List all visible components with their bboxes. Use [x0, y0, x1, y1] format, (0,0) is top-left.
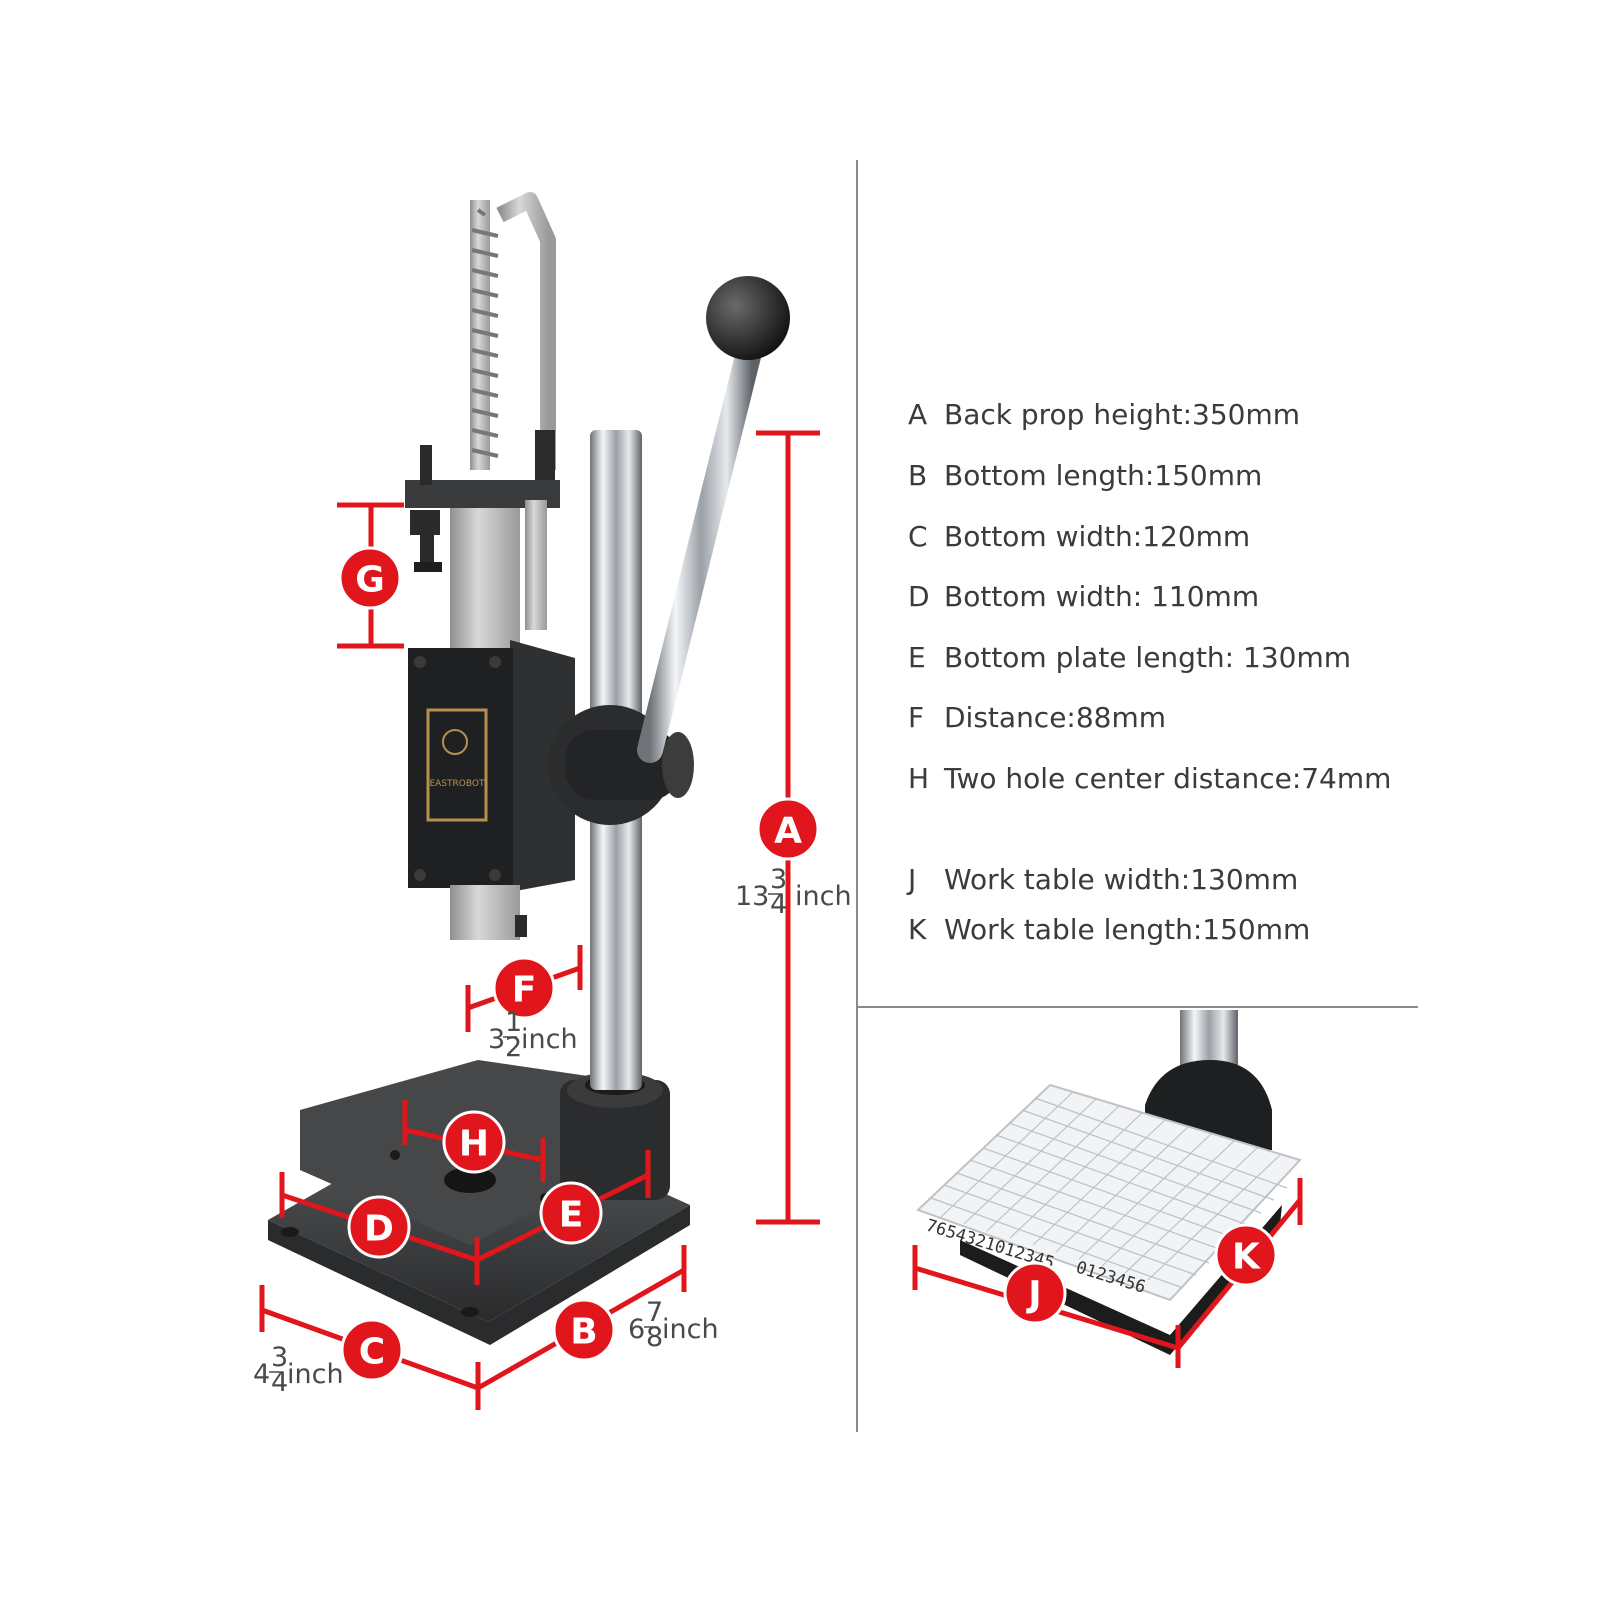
svg-text:7: 7: [646, 1297, 663, 1328]
svg-text:F: F: [512, 970, 537, 1011]
badge-g: G: [338, 546, 402, 610]
svg-text:3: 3: [271, 1342, 288, 1373]
badge-f: F: [492, 956, 556, 1020]
return-spring: [470, 192, 556, 480]
badge-e: E: [539, 1181, 603, 1245]
badge-k: K: [1214, 1223, 1278, 1287]
svg-text:A: A: [774, 811, 802, 852]
svg-text:K: K: [1232, 1237, 1261, 1278]
gearbox-housing: EASTROBOT: [408, 640, 575, 940]
svg-text:inch: inch: [662, 1314, 719, 1345]
svg-text:G: G: [355, 560, 385, 601]
work-table-inset: 7654321012345 0123456 J K: [912, 1010, 1303, 1368]
svg-text:2: 2: [505, 1032, 522, 1063]
badge-b: B: [552, 1298, 616, 1362]
svg-text:C: C: [359, 1332, 385, 1373]
svg-text:H: H: [459, 1124, 489, 1165]
svg-text:1: 1: [505, 1007, 522, 1038]
badge-j: J: [1003, 1261, 1067, 1325]
lever-assembly: [548, 276, 790, 825]
svg-text:6: 6: [628, 1314, 645, 1345]
hand-press-illustration: EASTROBOT: [253, 192, 852, 1410]
top-clamp-bar: [405, 445, 560, 630]
column-socket: [560, 1072, 670, 1200]
svg-text:3: 3: [488, 1024, 505, 1055]
badge-h: H: [442, 1110, 506, 1174]
svg-text:8: 8: [646, 1322, 663, 1353]
svg-text:D: D: [364, 1209, 394, 1250]
svg-text:J: J: [1025, 1275, 1041, 1316]
badge-d: D: [347, 1195, 411, 1259]
svg-text:E: E: [559, 1195, 584, 1236]
measurement-a: 13 3 4 inch: [735, 864, 852, 920]
measurement-c: 4 3 4 inch: [253, 1342, 344, 1398]
badge-c: C: [340, 1318, 404, 1382]
measurement-b: 6 7 8 inch: [628, 1297, 719, 1353]
svg-text:4: 4: [253, 1359, 270, 1390]
measurement-f: 3 1 2 inch: [488, 1007, 578, 1063]
svg-text:inch: inch: [795, 881, 852, 912]
svg-text:inch: inch: [287, 1359, 344, 1390]
badge-a: A: [756, 797, 820, 861]
svg-text:3: 3: [770, 864, 787, 895]
svg-text:inch: inch: [521, 1024, 578, 1055]
svg-text:13: 13: [735, 881, 769, 912]
svg-text:4: 4: [770, 889, 787, 920]
lever-knob: [706, 276, 790, 360]
brand-label: EASTROBOT: [430, 779, 485, 789]
svg-text:4: 4: [271, 1367, 288, 1398]
svg-text:B: B: [570, 1312, 597, 1353]
